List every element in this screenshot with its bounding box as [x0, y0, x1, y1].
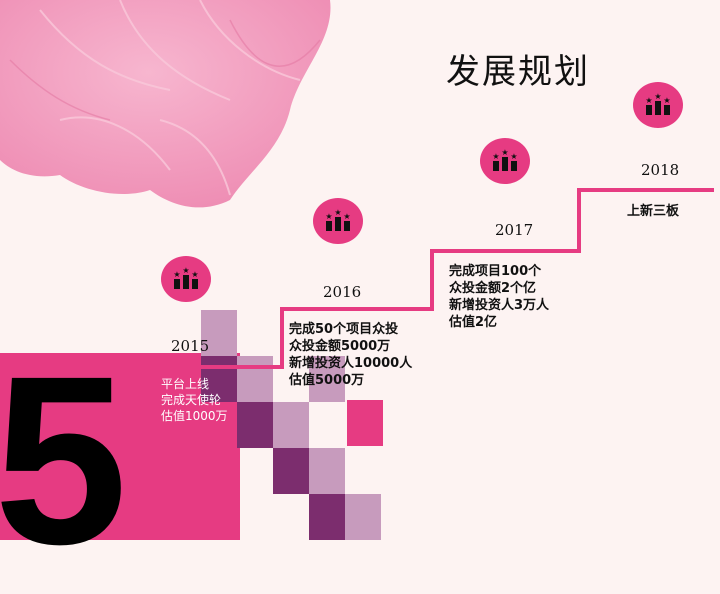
milestone-badge-2017: ★ ★ ★ — [480, 138, 530, 184]
mosaic-square — [201, 310, 237, 356]
svg-text:★: ★ — [343, 212, 350, 221]
podium-stars-icon: ★ ★ ★ — [173, 267, 199, 289]
mosaic-square — [273, 448, 309, 494]
mosaic-square — [273, 402, 309, 448]
desc-line: 估值1000万 — [161, 409, 228, 423]
svg-text:★: ★ — [325, 212, 332, 221]
flower-petals-decoration — [0, 0, 331, 208]
milestone-badge-2016: ★ ★ ★ — [313, 198, 363, 244]
desc-line: 新增投资人3万人 — [449, 298, 550, 313]
svg-text:★: ★ — [182, 267, 189, 275]
desc-line: 新增投资人10000人 — [289, 356, 413, 371]
mosaic-square — [201, 356, 237, 402]
page-title: 发展规划 — [446, 52, 590, 92]
accent-block — [0, 353, 240, 540]
podium-stars-icon: ★ ★ ★ — [325, 209, 351, 231]
svg-text:★: ★ — [654, 93, 661, 101]
year-2016: 2016 — [323, 283, 362, 301]
desc-line: 估值2亿 — [449, 315, 498, 330]
desc-line: 众投金额2个亿 — [449, 281, 537, 296]
svg-text:★: ★ — [510, 152, 517, 161]
milestone-desc-2016: 完成50个项目众投 众投金额5000万 新增投资人10000人 估值5000万 — [289, 321, 412, 389]
year-2015: 2015 — [171, 337, 210, 355]
svg-text:★: ★ — [173, 270, 180, 279]
mosaic-square — [345, 494, 381, 540]
milestone-desc-2018: 上新三板 — [627, 203, 679, 220]
svg-text:★: ★ — [501, 149, 508, 157]
mosaic-square — [237, 356, 273, 402]
podium-stars-icon: ★ ★ ★ — [492, 149, 518, 171]
desc-line: 平台上线 — [161, 377, 210, 391]
milestone-badge-2015: ★ ★ ★ — [161, 256, 211, 302]
desc-line: 完成项目100个 — [449, 264, 542, 279]
desc-line: 完成天使轮 — [161, 393, 222, 407]
milestone-desc-2017: 完成项目100个 众投金额2个亿 新增投资人3万人 估值2亿 — [449, 263, 549, 331]
mosaic-square — [347, 400, 383, 446]
year-2017: 2017 — [495, 221, 534, 239]
timeline-staircase — [130, 188, 714, 369]
desc-line: 众投金额5000万 — [289, 339, 391, 354]
svg-text:★: ★ — [492, 152, 499, 161]
desc-line: 上新三板 — [627, 204, 680, 219]
svg-text:★: ★ — [334, 209, 341, 217]
milestone-badge-2018: ★ ★ ★ — [633, 82, 683, 128]
mosaic-square — [309, 356, 345, 402]
desc-line: 估值5000万 — [289, 373, 365, 388]
svg-text:★: ★ — [663, 96, 670, 105]
mosaic-square — [309, 448, 345, 494]
desc-line: 完成50个项目众投 — [289, 322, 399, 337]
milestone-desc-2015: 平台上线 完成天使轮 估值1000万 — [161, 376, 228, 424]
podium-stars-icon: ★ ★ ★ — [645, 93, 671, 115]
svg-text:★: ★ — [645, 96, 652, 105]
mosaic-square — [309, 494, 345, 540]
mosaic-square — [237, 402, 273, 448]
year-2018: 2018 — [641, 161, 680, 179]
svg-text:★: ★ — [191, 270, 198, 279]
